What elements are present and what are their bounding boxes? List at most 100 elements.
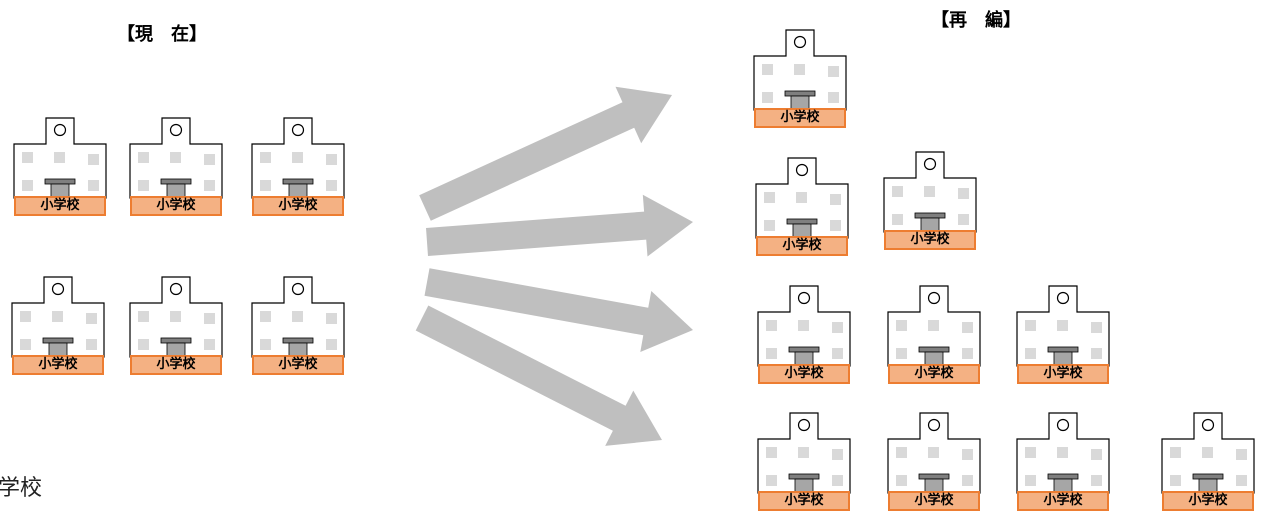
school-label: 小学校 (758, 364, 850, 384)
window-icon (896, 447, 907, 458)
school-building-icon (129, 117, 223, 199)
window-icon (54, 152, 65, 163)
window-icon (204, 339, 215, 350)
window-icon (260, 311, 271, 322)
school-label: 小学校 (1017, 491, 1109, 511)
window-icon (1202, 447, 1213, 458)
window-icon (1091, 348, 1102, 359)
window-icon (1170, 447, 1181, 458)
school-building-icon (13, 117, 107, 199)
school-building-reorganized-4: 小学校 (756, 285, 852, 384)
window-icon (766, 475, 777, 486)
school-building-current-1: 小学校 (12, 117, 108, 216)
window-icon (798, 320, 809, 331)
school-building-icon (11, 276, 105, 358)
window-icon (20, 339, 31, 350)
right-arrow-icon (419, 86, 672, 221)
window-icon (20, 311, 31, 322)
window-icon (832, 322, 843, 333)
window-icon (22, 180, 33, 191)
window-icon (138, 339, 149, 350)
window-icon (796, 192, 807, 203)
window-icon (1025, 320, 1036, 331)
clock-icon (169, 282, 183, 296)
school-label: 小学校 (756, 236, 848, 256)
right-arrow-icon (415, 305, 662, 446)
school-building-current-3: 小学校 (250, 117, 346, 216)
window-icon (892, 186, 903, 197)
school-building-current-5: 小学校 (128, 276, 224, 375)
window-icon (326, 154, 337, 165)
window-icon (1025, 447, 1036, 458)
school-label: 小学校 (130, 196, 222, 216)
window-icon (832, 475, 843, 486)
window-icon (830, 194, 841, 205)
school-building-reorganized-3: 小学校 (882, 151, 978, 250)
window-icon (22, 152, 33, 163)
school-building-current-2: 小学校 (128, 117, 224, 216)
heading-current: 【現 在】 (117, 24, 207, 45)
window-icon (260, 180, 271, 191)
school-building-reorganized-9: 小学校 (1015, 412, 1111, 511)
window-icon (260, 152, 271, 163)
window-icon (292, 152, 303, 163)
clock-icon (927, 418, 941, 432)
window-icon (830, 220, 841, 231)
window-icon (1057, 447, 1068, 458)
school-label: 小学校 (12, 355, 104, 375)
window-icon (1091, 322, 1102, 333)
school-building-icon (129, 276, 223, 358)
school-label: 小学校 (1017, 364, 1109, 384)
window-icon (764, 192, 775, 203)
window-icon (896, 475, 907, 486)
window-icon (798, 447, 809, 458)
school-building-icon (883, 151, 977, 233)
school-label: 小学校 (888, 491, 980, 511)
school-building-icon (757, 285, 851, 367)
window-icon (962, 322, 973, 333)
window-icon (1091, 449, 1102, 460)
school-building-icon (251, 276, 345, 358)
window-icon (88, 180, 99, 191)
clock-icon (291, 282, 305, 296)
window-icon (138, 152, 149, 163)
school-building-icon (1161, 412, 1255, 494)
school-label: 小学校 (888, 364, 980, 384)
window-icon (766, 447, 777, 458)
school-building-reorganized-8: 小学校 (886, 412, 982, 511)
school-building-icon (1016, 285, 1110, 367)
window-icon (1170, 475, 1181, 486)
window-icon (762, 64, 773, 75)
school-building-current-4: 小学校 (10, 276, 106, 375)
clock-icon (793, 35, 807, 49)
school-building-reorganized-2: 小学校 (754, 157, 850, 256)
school-building-reorganized-6: 小学校 (1015, 285, 1111, 384)
window-icon (1091, 475, 1102, 486)
window-icon (170, 311, 181, 322)
window-icon (958, 188, 969, 199)
window-icon (326, 339, 337, 350)
window-icon (962, 449, 973, 460)
window-icon (1236, 449, 1247, 460)
window-icon (928, 320, 939, 331)
window-icon (832, 348, 843, 359)
school-label: 小学校 (1162, 491, 1254, 511)
window-icon (86, 313, 97, 324)
window-icon (958, 214, 969, 225)
window-icon (1025, 348, 1036, 359)
window-icon (962, 475, 973, 486)
school-building-reorganized-10: 小学校 (1160, 412, 1256, 511)
window-icon (326, 180, 337, 191)
window-icon (204, 313, 215, 324)
window-icon (828, 66, 839, 77)
window-icon (896, 348, 907, 359)
school-building-icon (251, 117, 345, 199)
school-label: 小学校 (758, 491, 850, 511)
window-icon (962, 348, 973, 359)
window-icon (1236, 475, 1247, 486)
school-building-reorganized-1: 小学校 (752, 29, 848, 128)
heading-reorganized: 【再 編】 (931, 10, 1021, 31)
window-icon (138, 180, 149, 191)
caption-text: 学校 (0, 476, 43, 501)
